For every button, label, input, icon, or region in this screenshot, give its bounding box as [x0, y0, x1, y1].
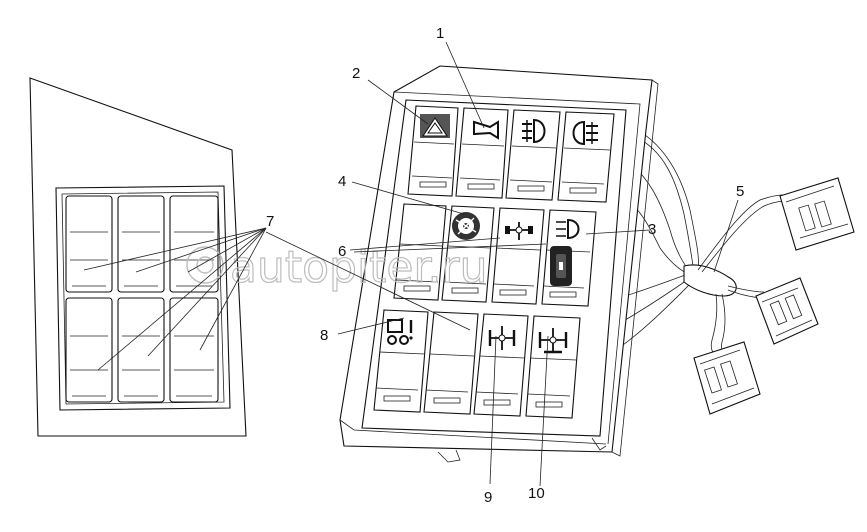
switch-r3c2	[423, 311, 479, 415]
blank-switch	[65, 297, 113, 403]
switch-r1c2	[455, 107, 509, 199]
front-fog-light-icon	[522, 118, 546, 144]
connector-bottom	[693, 341, 761, 415]
differential-lock-icon	[452, 212, 480, 240]
callout-1: 1	[436, 25, 444, 42]
callout-7: 7	[266, 213, 274, 230]
switch-r1c4	[557, 111, 615, 203]
callout-9: 9	[484, 489, 492, 506]
switch-r1c3	[505, 109, 561, 201]
watermark-text: autopiter.ru	[230, 242, 488, 293]
switch-r2c3	[491, 207, 545, 305]
blank-switch	[117, 195, 165, 293]
callout-5: 5	[736, 183, 744, 200]
switch-r3c3	[473, 313, 529, 417]
hazard-warning-icon	[420, 114, 450, 138]
interaxle-lock-icon	[488, 326, 516, 350]
callout-3: 3	[648, 221, 656, 238]
callout-10: 10	[528, 485, 545, 502]
callout-8: 8	[320, 327, 328, 344]
headlight-icon	[556, 218, 580, 240]
watermark: autopiter.ru	[186, 241, 488, 294]
switch-r3c1	[373, 309, 429, 413]
blank-switch	[65, 195, 113, 293]
rear-fog-light-icon	[572, 120, 598, 146]
callout-4: 4	[338, 173, 346, 190]
blank-switch	[117, 297, 165, 403]
connector-top	[779, 177, 855, 251]
switch-r2c1	[393, 203, 447, 301]
callout-2: 2	[352, 65, 360, 82]
leader-lines	[83, 41, 739, 487]
blank-switch	[169, 297, 219, 403]
axle-lock-icon	[505, 222, 533, 240]
callout-6: 6	[338, 243, 346, 260]
trailer-warning-icon	[387, 319, 413, 345]
horn-icon	[473, 120, 499, 140]
connector-middle	[755, 277, 819, 345]
blank-switch-panel	[29, 77, 247, 437]
blank-switch	[169, 195, 219, 293]
indicator-lamp	[550, 246, 572, 286]
